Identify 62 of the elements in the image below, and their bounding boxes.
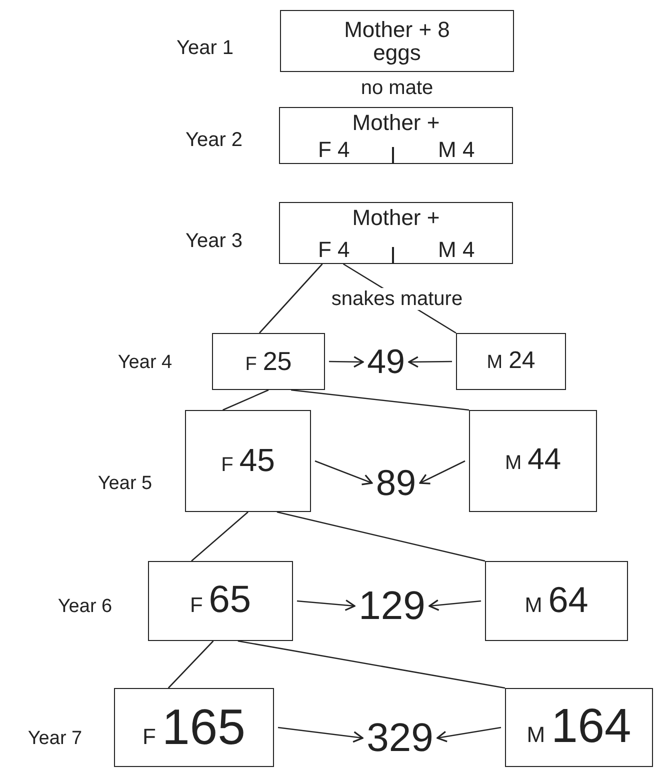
male-count: M 4	[438, 139, 475, 161]
population-box	[114, 688, 274, 767]
arrow	[408, 356, 452, 368]
year-label: Year 7	[28, 728, 82, 748]
population-box	[469, 410, 597, 512]
female-count: F 4	[318, 239, 350, 261]
connector-line	[258, 264, 323, 334]
snake-count: 64	[548, 582, 588, 618]
arrow	[419, 460, 466, 484]
connector-line	[276, 511, 486, 562]
connector-line	[238, 640, 506, 689]
snake-count: 44	[528, 445, 562, 475]
connector-line	[291, 389, 470, 411]
population-box	[280, 10, 514, 72]
year-label: Year 3	[185, 231, 243, 251]
population-box	[185, 410, 311, 512]
year-label: Year 1	[176, 38, 234, 58]
population-box	[212, 333, 325, 390]
total-count: 49	[367, 345, 405, 379]
box-heading: Mother +	[351, 112, 441, 134]
sex-letter: M	[486, 352, 503, 372]
snake-count: 25	[262, 348, 292, 374]
year-label: Year 6	[58, 596, 112, 616]
total-count: 329	[366, 718, 434, 758]
population-box	[456, 333, 566, 390]
snake-count: 164	[551, 702, 632, 750]
arrow	[436, 726, 502, 742]
snake-count: 45	[239, 444, 275, 476]
female-count: F 4	[318, 139, 350, 161]
total-count: 89	[376, 465, 416, 501]
population-box	[148, 561, 293, 641]
sex-letter: F	[245, 354, 257, 374]
connector-line	[191, 512, 248, 562]
connector-line	[168, 640, 214, 688]
year-label: Year 2	[185, 130, 243, 150]
box-heading: Mother +	[351, 207, 441, 229]
sex-letter: M	[504, 453, 522, 473]
population-box	[485, 561, 628, 641]
population-box	[279, 107, 513, 164]
sex-letter: F	[190, 595, 203, 616]
sex-letter: M	[526, 724, 546, 746]
connector-line	[222, 389, 269, 411]
arrow	[296, 599, 356, 611]
year-label: Year 4	[118, 352, 172, 372]
note: no mate	[360, 78, 434, 98]
arrow	[278, 726, 364, 743]
sex-letter: F	[221, 455, 234, 475]
arrow	[428, 599, 482, 611]
total-count: 129	[358, 586, 426, 626]
box-text: Mother + 8 eggs	[343, 18, 451, 64]
snake-count: 165	[162, 702, 246, 752]
edge-label: snakes mature	[329, 288, 465, 310]
sex-letter: F	[142, 726, 156, 748]
year-label: Year 5	[98, 474, 152, 492]
snake-count: 65	[208, 581, 252, 619]
arrow	[329, 356, 364, 368]
sex-letter: M	[524, 595, 542, 616]
male-count: M 4	[438, 239, 475, 261]
population-box	[279, 202, 513, 264]
snake-count: 24	[508, 348, 536, 372]
arrow	[314, 460, 373, 486]
population-box	[505, 688, 653, 767]
